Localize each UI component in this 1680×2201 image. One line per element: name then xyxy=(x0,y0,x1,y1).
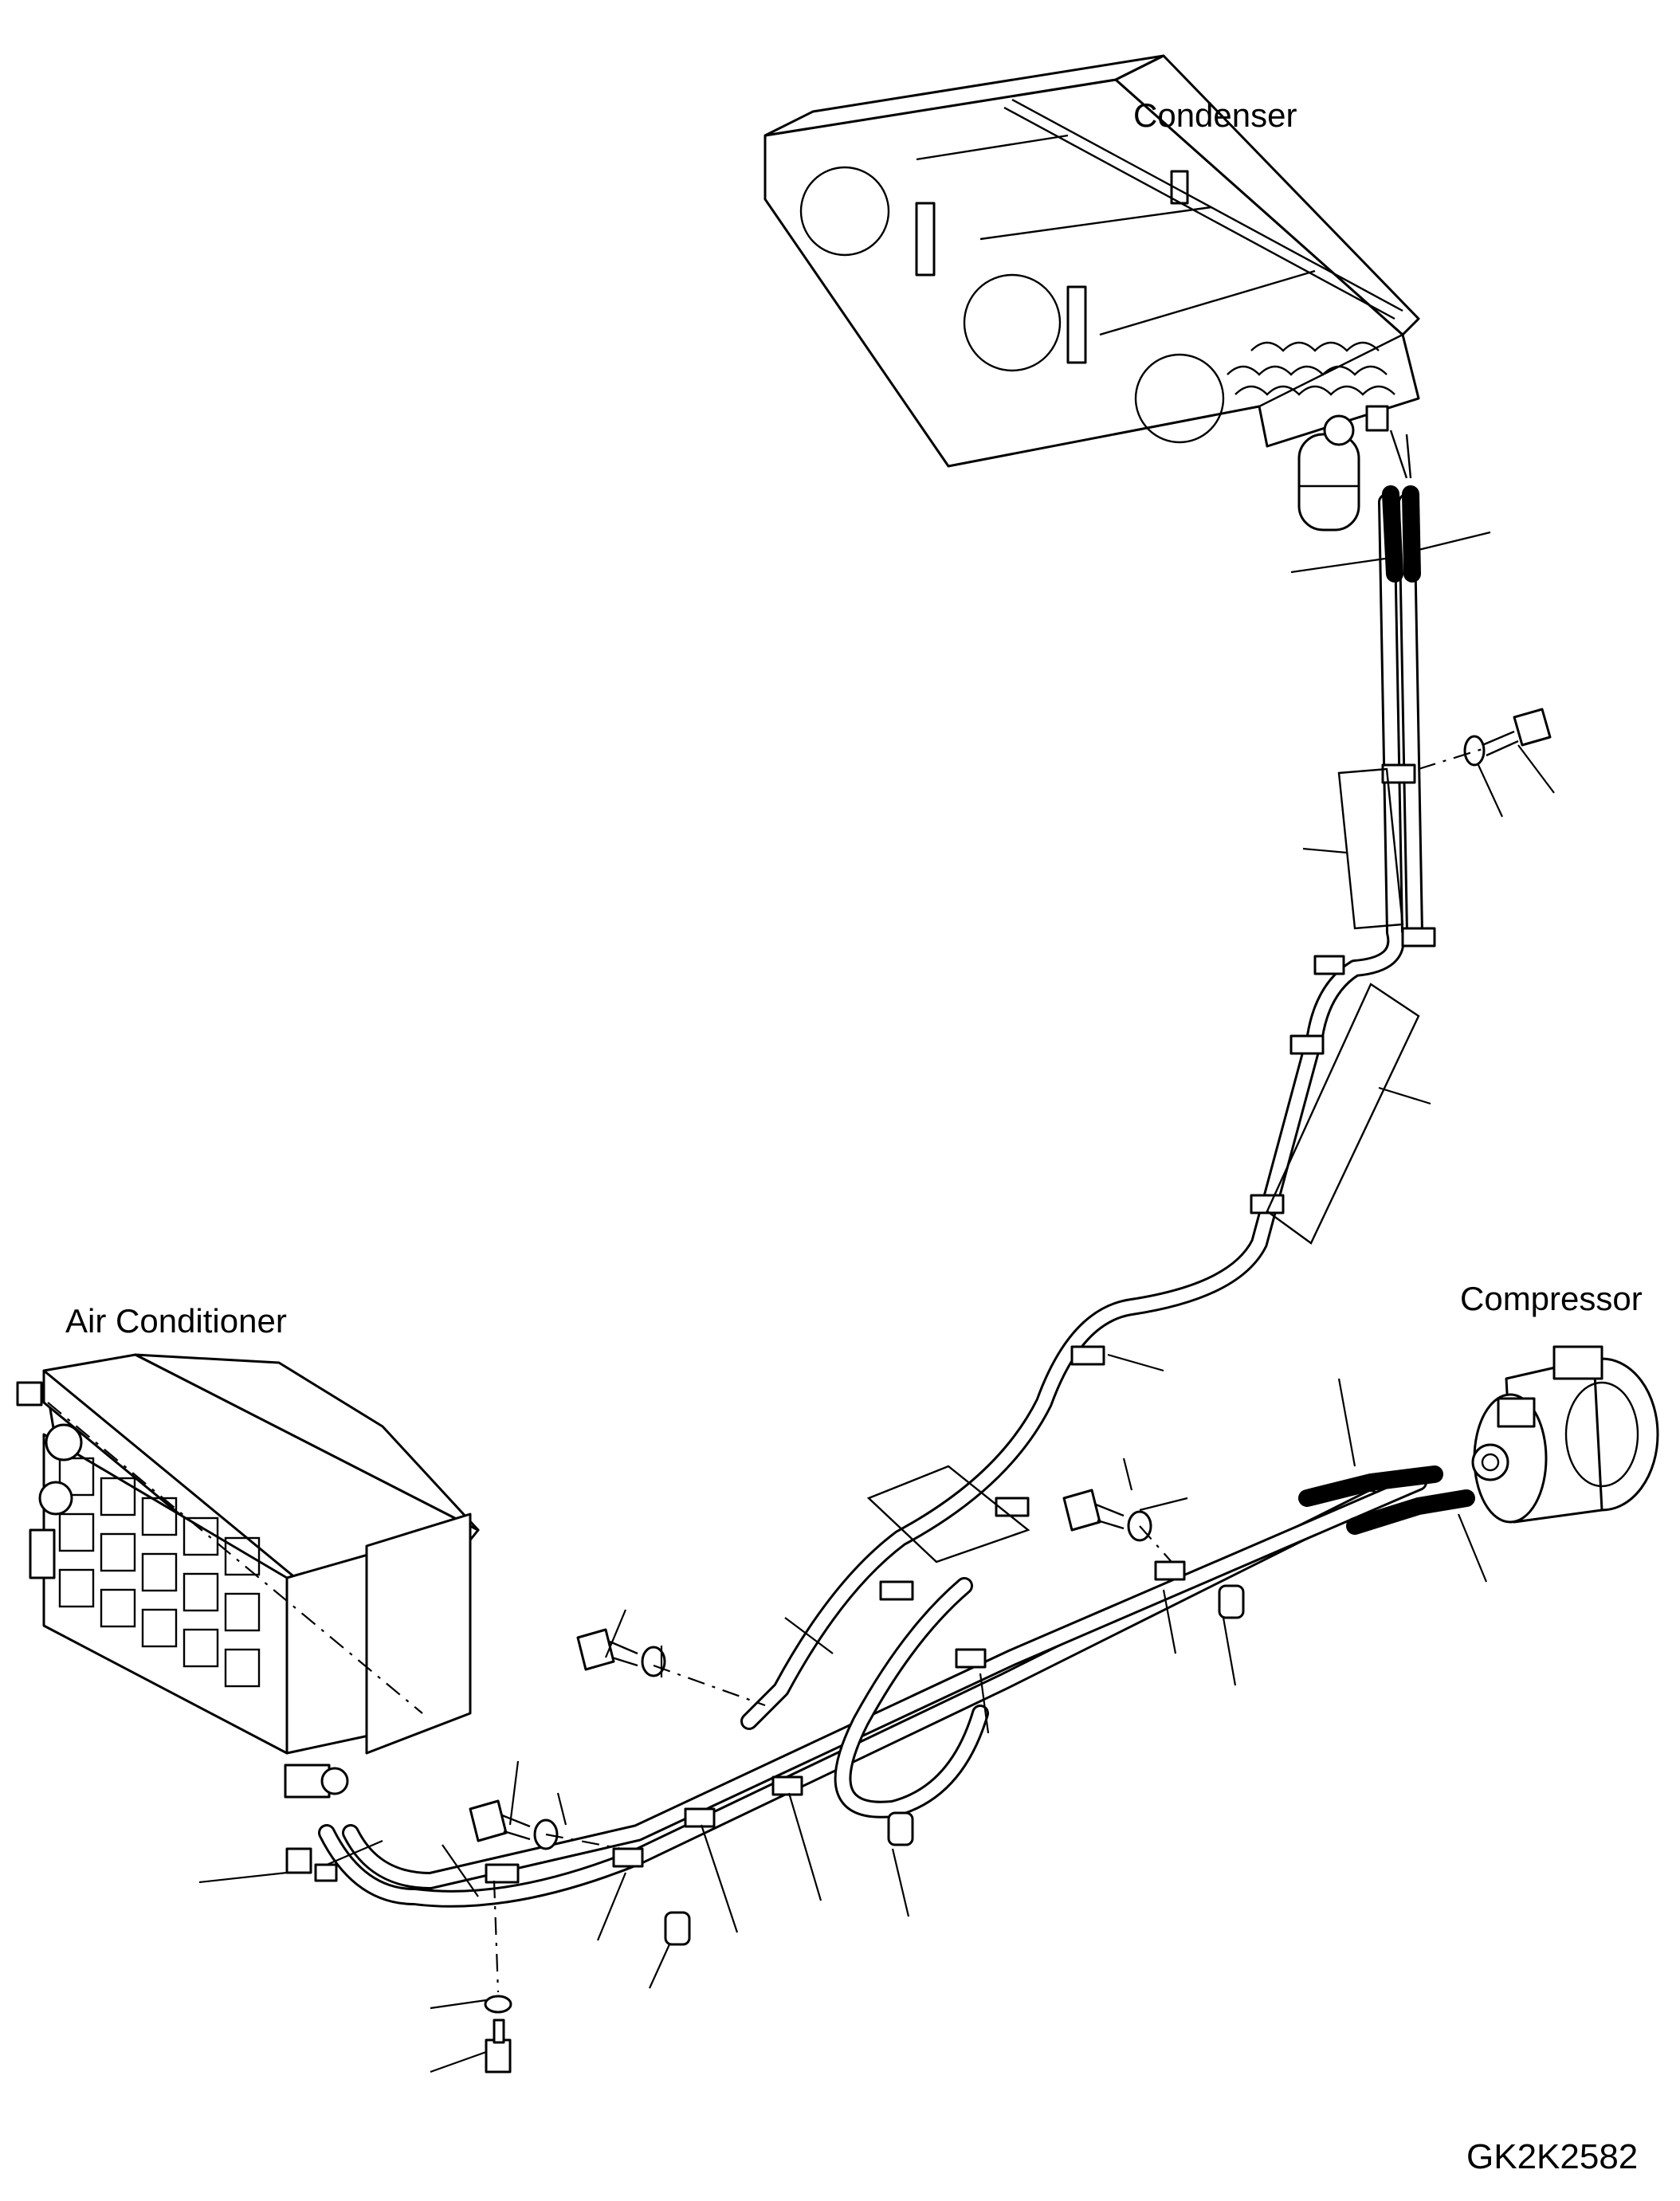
condenser-label: Condenser xyxy=(1133,96,1297,134)
refrigerant-hoses xyxy=(285,485,1475,1908)
compressor-unit xyxy=(1471,1345,1659,1524)
drawing-code: GK2K2582 xyxy=(1466,2137,1639,2176)
centerlines xyxy=(47,747,1483,1993)
protective-sleeves xyxy=(866,767,1420,1563)
air-conditioner-unit xyxy=(16,1353,480,1799)
leader-lines xyxy=(198,531,1555,2073)
air-conditioner-label: Air Conditioner xyxy=(65,1302,287,1340)
fasteners xyxy=(469,708,1552,2073)
compressor-label: Compressor xyxy=(1460,1280,1643,1317)
condenser-unit xyxy=(763,54,1420,532)
